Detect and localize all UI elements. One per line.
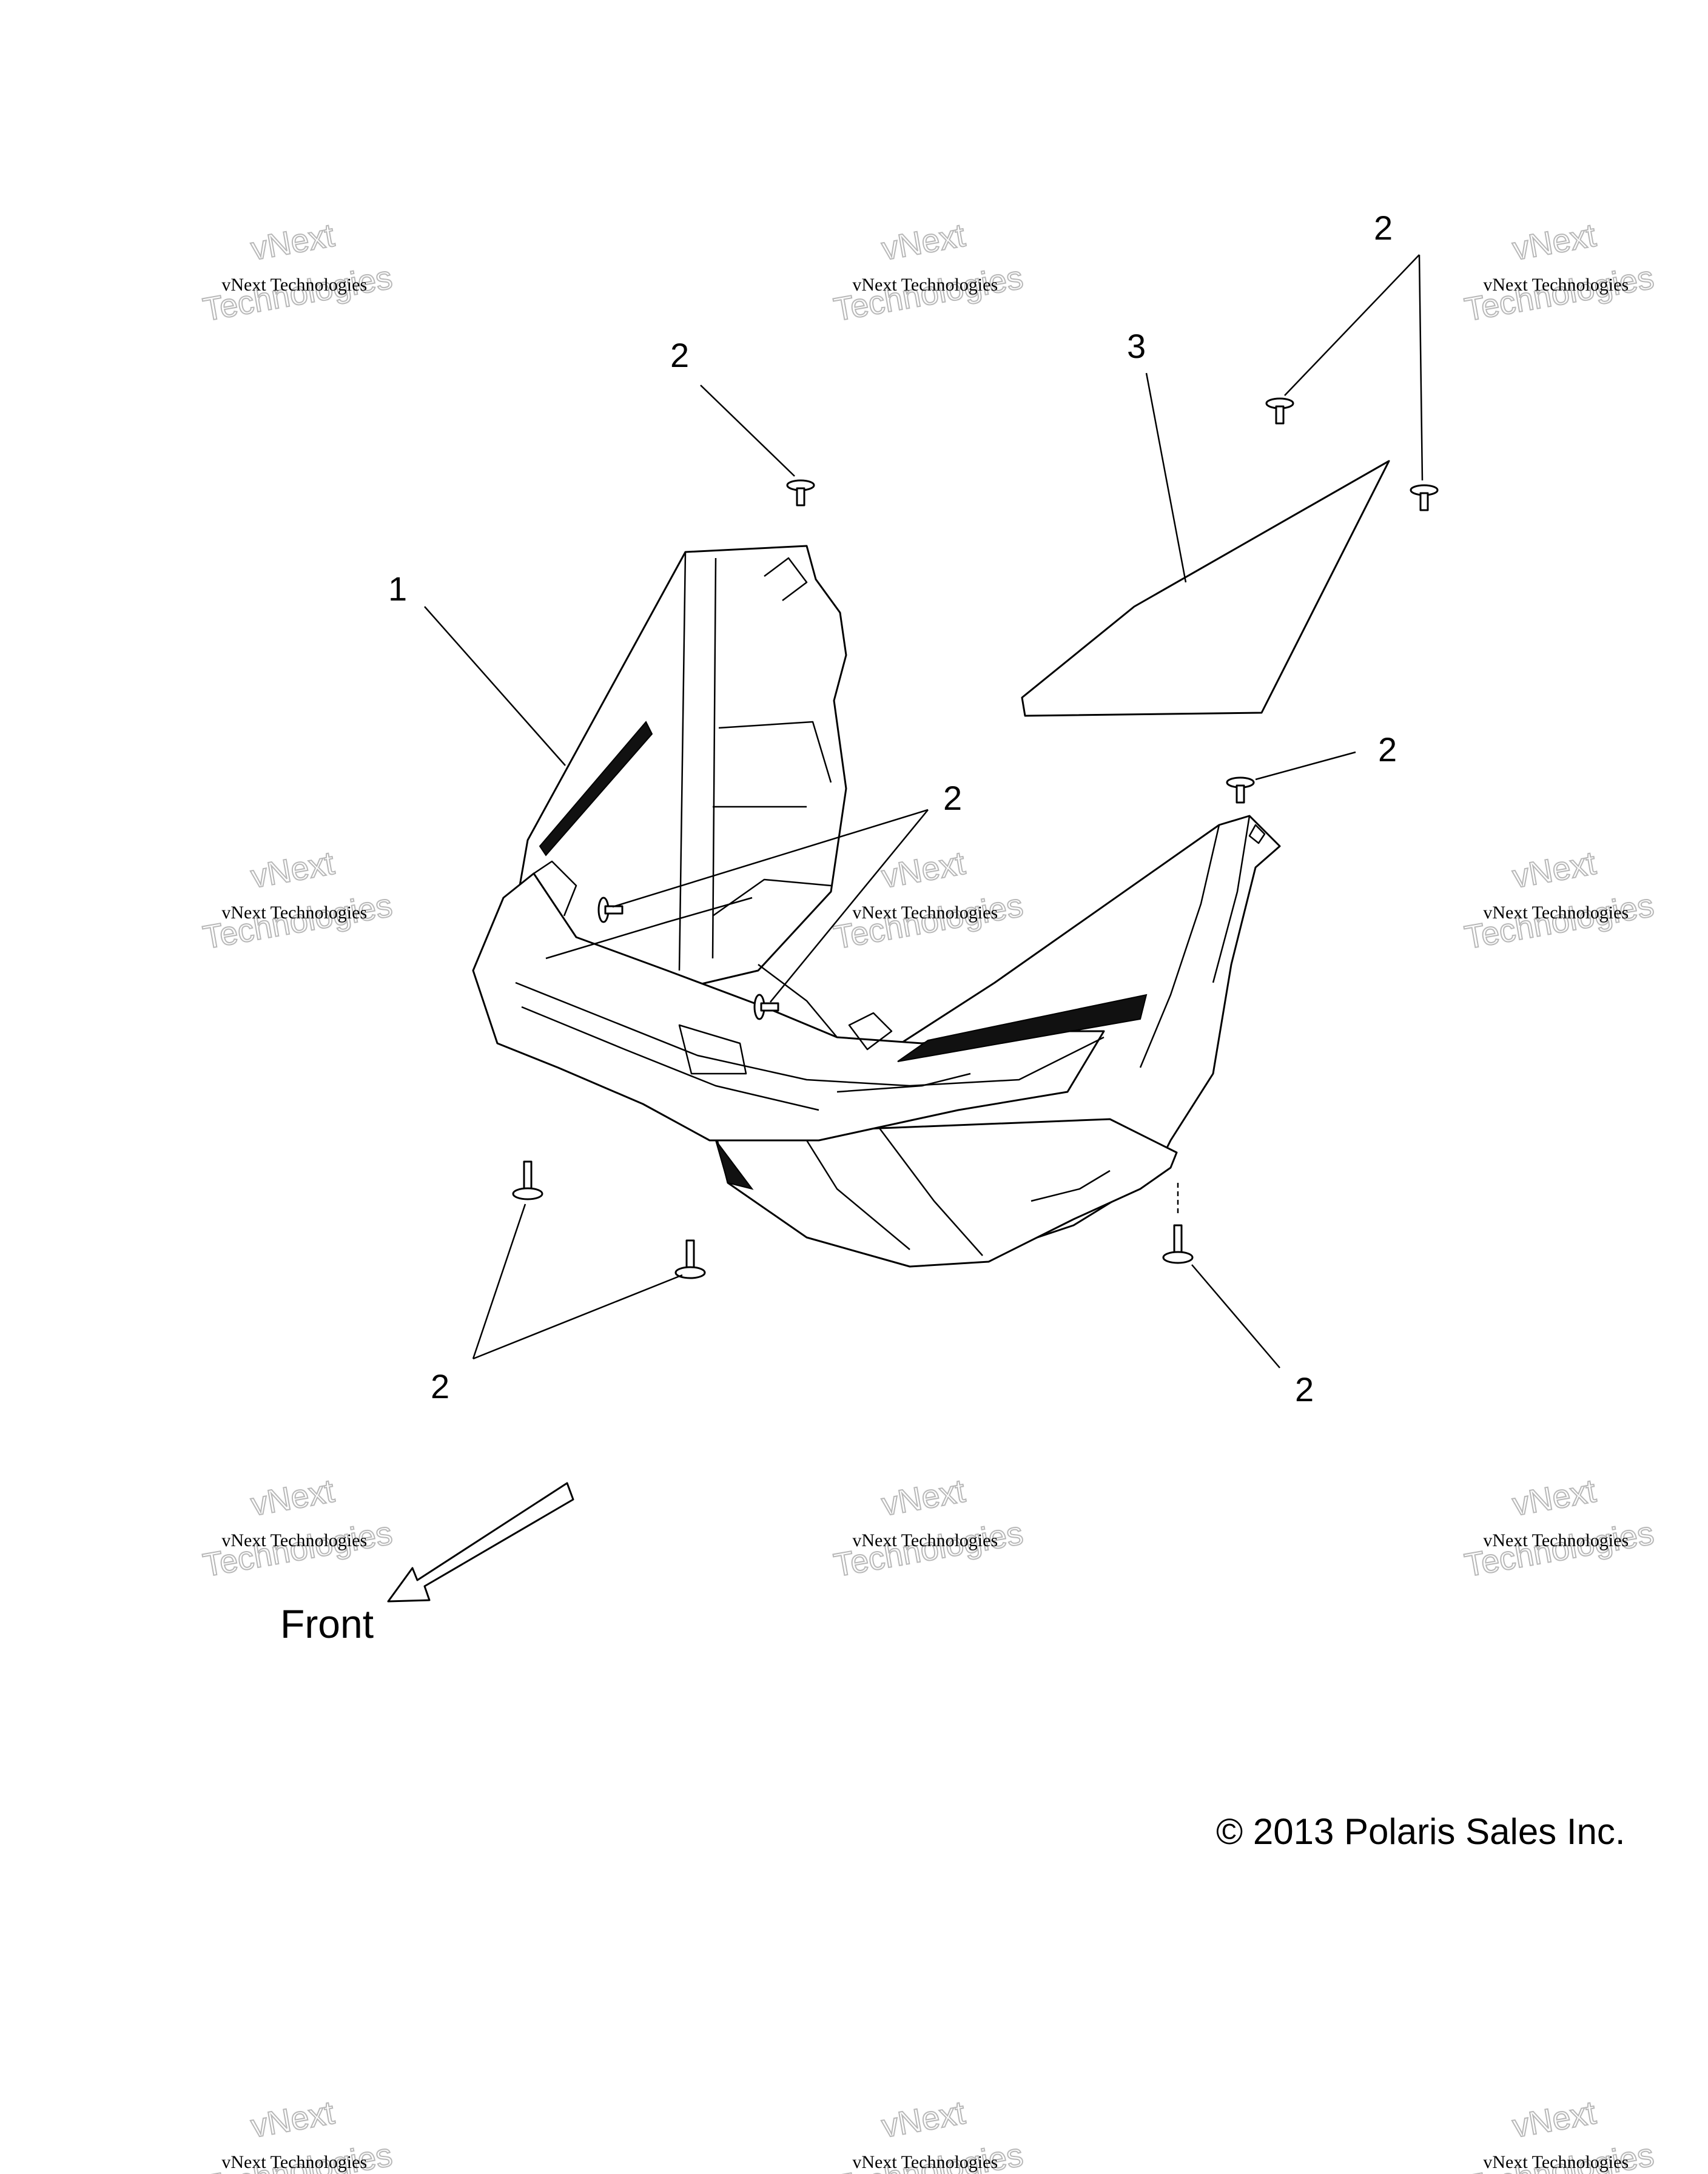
watermark-text: vNext Technologies — [852, 2152, 998, 2172]
watermark-word: vNext — [879, 217, 967, 268]
callout-2-bottom-left: 2 — [431, 1367, 449, 1405]
copyright-notice: © 2013 Polaris Sales Inc. — [1216, 1811, 1626, 1852]
callout-2-top-center: 2 — [670, 336, 689, 374]
leader-lines — [424, 254, 1424, 1368]
watermark-word: vNext — [1510, 217, 1598, 268]
fastener-center-a — [597, 897, 624, 923]
fastener-bottom-left-a — [512, 1160, 543, 1200]
callout-1: 1 — [388, 570, 407, 608]
hood-cowl-part — [472, 545, 1281, 1268]
watermark-text: vNext Technologies — [1483, 903, 1629, 923]
watermark-word: vNext — [248, 1473, 337, 1523]
watermark-word: vNext — [248, 845, 337, 895]
watermark-text: vNext Technologies — [221, 903, 367, 923]
callout-2-bottom-right: 2 — [1295, 1370, 1314, 1408]
fastener-bottom-right — [1162, 1183, 1194, 1264]
fastener-center-b — [753, 994, 779, 1020]
watermark-text: vNext Technologies — [852, 1530, 998, 1550]
watermark-text: vNext Technologies — [1483, 275, 1629, 295]
watermark-text: vNext Technologies — [852, 275, 998, 295]
watermark-word: vNext — [1510, 845, 1598, 895]
fastener-top-right-a — [1265, 397, 1294, 425]
watermark-word: vNext — [879, 2095, 967, 2145]
watermark-text: vNext Technologies — [1483, 1530, 1629, 1550]
callout-2-right-mid: 2 — [1378, 730, 1397, 769]
fastener-top-right-b — [1410, 484, 1439, 511]
watermark-text: vNext Technologies — [221, 1530, 367, 1550]
fastener-right-mid — [1226, 776, 1255, 804]
watermark-text: vNext Technologies — [1483, 2152, 1629, 2172]
front-label: Front — [280, 1601, 374, 1646]
windshield-panel — [1021, 460, 1390, 717]
front-arrow-icon — [387, 1482, 574, 1603]
callout-3: 3 — [1127, 327, 1146, 365]
watermark-text: vNext Technologies — [221, 2152, 367, 2172]
watermark-word: vNext — [248, 217, 337, 268]
callout-2-center: 2 — [943, 779, 962, 817]
watermark-word: vNext — [879, 1473, 967, 1523]
callout-2-top-right: 2 — [1374, 209, 1393, 247]
watermark-text: vNext Technologies — [221, 275, 367, 295]
fastener-bottom-left-b — [674, 1239, 706, 1279]
watermark-text: vNext Technologies — [852, 903, 998, 923]
callout-labels: 1 2 2 3 2 2 2 2 — [388, 209, 1397, 1408]
watermark-word: vNext — [248, 2095, 337, 2145]
watermark-word: vNext — [1510, 1473, 1598, 1523]
watermark-word: vNext — [1510, 2095, 1598, 2145]
fastener-top-center — [786, 479, 815, 506]
